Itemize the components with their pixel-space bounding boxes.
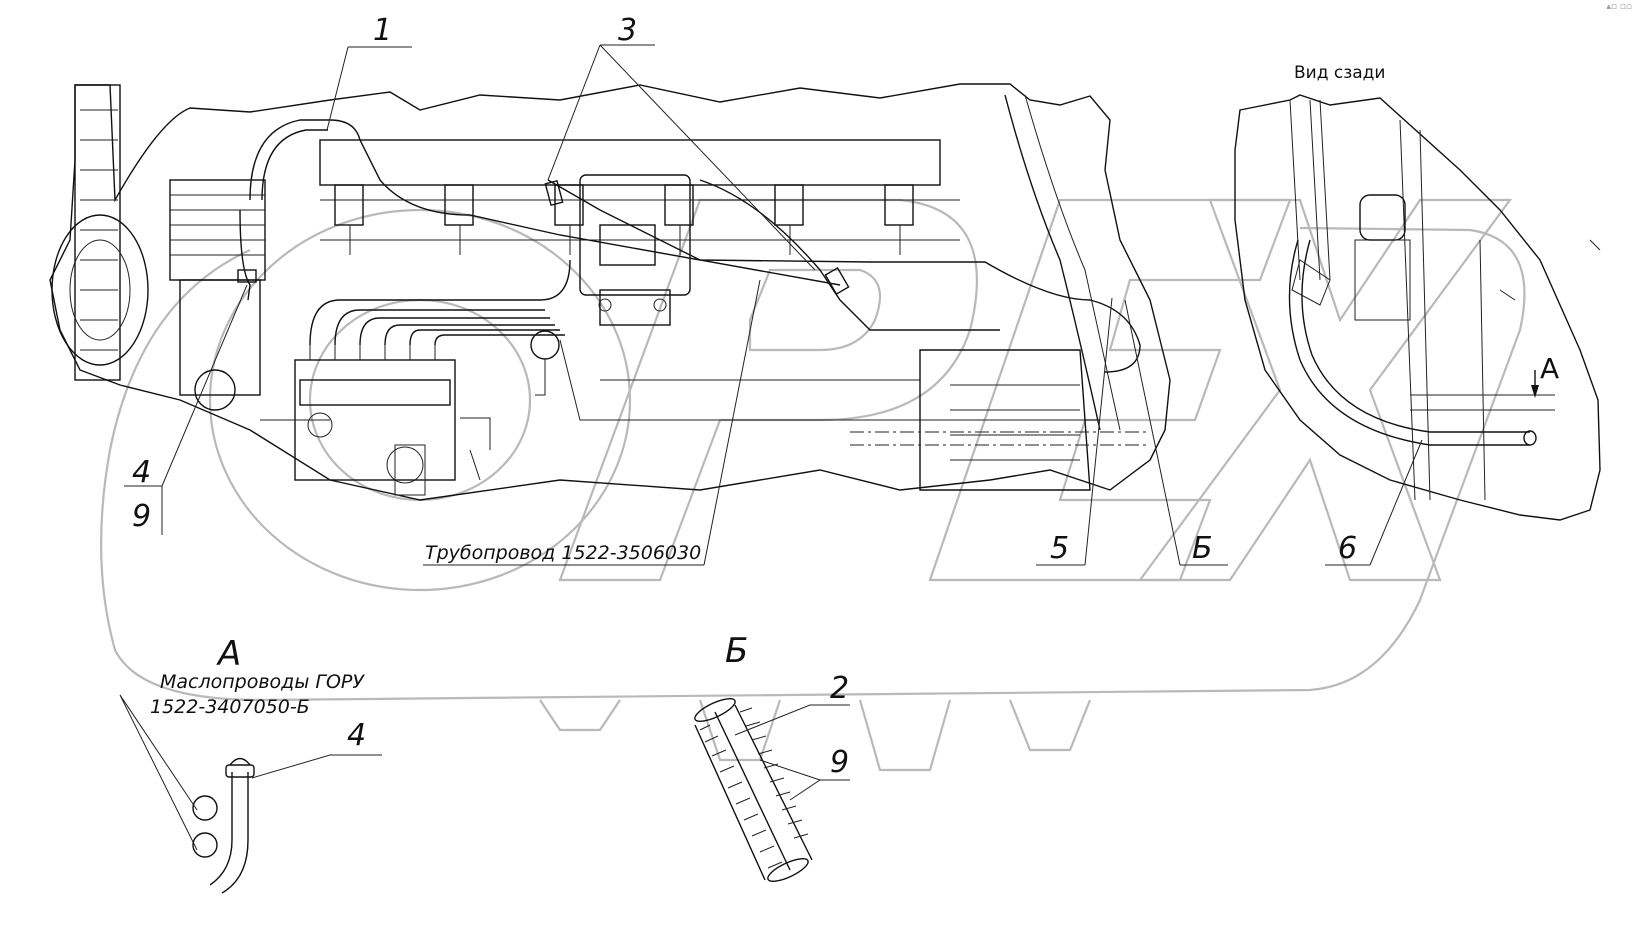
callout-1: 1 (373, 13, 392, 48)
detail-a-ring-lower (192, 832, 218, 858)
leaders (124, 44, 1423, 566)
pipe-3a (547, 179, 841, 286)
leader-4-9 (124, 284, 248, 535)
leader-3 (547, 44, 816, 271)
detail-a-ring-upper (192, 795, 218, 821)
leader-pipeline (423, 279, 761, 566)
detail-b-leader-9 (759, 759, 850, 801)
watermark-letter-e (928, 198, 1292, 582)
compressor (169, 179, 266, 411)
detail-b (694, 698, 850, 882)
detail-b-letter: Б (725, 631, 748, 671)
detail-b-hose (694, 704, 813, 881)
detail-b-leader-2 (734, 704, 850, 736)
callout-5: 5 (1050, 531, 1069, 566)
callout-4: 4 (132, 455, 151, 490)
detail-a-caption-2: 1522-3407050-Б (150, 696, 310, 718)
engine-view (49, 83, 1171, 501)
pipeline-label: Трубопровод 1522-3506030 (425, 542, 701, 564)
detail-a-caption-1: Маслопроводы ГОРУ (160, 671, 365, 693)
detail-a-fitting (209, 772, 249, 894)
fan-housing (74, 84, 121, 381)
rear-hose-6 (1288, 239, 1530, 446)
detail-a (119, 694, 382, 894)
rear-view-title: Вид сзади (1294, 63, 1385, 83)
detail-a-leader-4 (251, 754, 382, 779)
detail-b-callout-2: 2 (830, 671, 849, 706)
injectors (334, 184, 914, 255)
callout-3: 3 (618, 13, 637, 48)
fuel-filter (579, 174, 691, 326)
frame-rail (850, 431, 1150, 446)
leader-b (1124, 299, 1228, 566)
leader-6 (1325, 439, 1423, 566)
watermark-outline (100, 226, 1526, 702)
pulley (51, 214, 149, 366)
rear-view-outline (1234, 94, 1601, 521)
watermark-letter-x (1137, 198, 1513, 582)
leader-5 (1036, 297, 1113, 566)
rear-view (1234, 94, 1601, 521)
section-a-arrow-label: А (1540, 352, 1559, 385)
pipeline-main (249, 119, 1141, 373)
pipe-3b (699, 179, 1000, 331)
engine-outline (49, 83, 1171, 501)
detail-a-leader (119, 694, 198, 851)
detail-a-callout-4: 4 (347, 718, 366, 753)
watermark-letter-p (558, 198, 978, 582)
watermark-gear (539, 699, 1092, 772)
detail-a-letter: А (216, 634, 241, 674)
callout-6: 6 (1338, 531, 1357, 566)
oil-pan (919, 349, 1091, 491)
rocker-cover (319, 139, 941, 186)
hp-pipes (309, 259, 571, 346)
corner-mark: ▴▫ ▫▫ (1606, 2, 1632, 12)
callout-b: Б (1192, 531, 1213, 566)
detail-b-callout-9: 9 (830, 745, 849, 780)
leader-1 (326, 46, 412, 131)
callout-9: 9 (132, 499, 151, 534)
watermark-letter-o (208, 208, 632, 592)
oil-line-4 (239, 209, 251, 301)
